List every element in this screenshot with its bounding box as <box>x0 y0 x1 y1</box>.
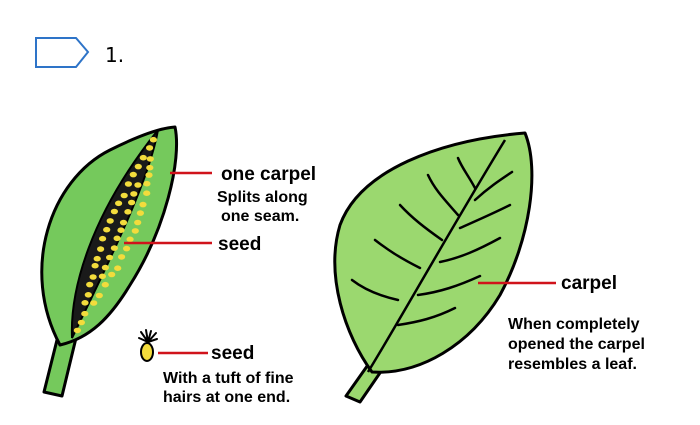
pod-interior <box>70 129 159 339</box>
pod-seed <box>124 209 132 215</box>
pod-seed <box>110 245 118 251</box>
pod-seed <box>123 245 131 252</box>
leaf-veins <box>350 156 514 327</box>
one-carpel-label: one carpel <box>221 164 316 185</box>
step-number: 1. <box>105 43 124 67</box>
pod-seed <box>86 281 94 288</box>
carpel-leaf <box>333 131 534 404</box>
tuft-hairs <box>138 329 158 343</box>
pod-seed <box>131 228 139 234</box>
carpel-leaf-label: carpel <box>561 273 617 294</box>
leaf-midrib <box>366 139 507 373</box>
pod-seed <box>93 255 101 262</box>
pod-seed <box>113 235 121 242</box>
seed-pod <box>40 125 179 398</box>
pod-seed <box>98 273 106 280</box>
pod-seed <box>139 201 147 208</box>
pod-seed <box>145 172 153 178</box>
pod-seed <box>120 192 128 199</box>
pod-seed <box>146 156 154 162</box>
pod-seed <box>77 319 85 326</box>
pod-seed <box>117 227 125 233</box>
pod-seed <box>130 191 138 197</box>
pod-seed <box>146 164 154 171</box>
pod-seed <box>115 200 123 207</box>
pod-seed <box>118 254 126 260</box>
pod-seed <box>134 219 142 226</box>
arrow-tab-icon <box>35 37 90 68</box>
seed-detail-desc-line-1: With a tuft of fine <box>163 370 294 387</box>
single-seed <box>140 342 154 362</box>
leaf-desc-line-1: When completely <box>508 316 640 333</box>
carpel-desc-line-2: one seam. <box>221 208 299 225</box>
pod-seed <box>110 208 118 215</box>
pod-seed <box>119 219 128 226</box>
seed-detail-desc-line-2: hairs at one end. <box>163 389 290 406</box>
pod-seed <box>143 190 151 196</box>
pod-seed <box>136 210 144 216</box>
pod-seed <box>73 327 81 334</box>
pod-seed <box>146 145 154 151</box>
pod-seed <box>81 300 89 306</box>
pod-seed <box>97 246 105 252</box>
pod-seed <box>99 235 107 242</box>
pod-seed <box>139 154 147 161</box>
pod-seed <box>128 199 136 206</box>
pod-seed <box>143 180 151 187</box>
pod-seed <box>101 264 109 271</box>
seed-with-tuft <box>138 329 158 362</box>
pod-seed <box>134 182 142 188</box>
seed-label: seed <box>218 234 261 255</box>
pod-seed <box>149 136 157 143</box>
leaf-blade <box>333 131 534 374</box>
pod-seed <box>114 265 122 272</box>
pod-seed <box>81 310 89 317</box>
pod-seed <box>134 163 142 170</box>
pod-seed <box>101 281 109 288</box>
carpel-desc-line-1: Splits along <box>217 189 308 206</box>
seed-detail-label: seed <box>211 343 254 364</box>
pod-seed <box>129 171 137 178</box>
pod-seed <box>95 292 103 299</box>
pod-seed <box>90 300 98 306</box>
pod-seed <box>106 254 114 261</box>
pod-seed <box>126 236 134 243</box>
leaf-desc-line-2: opened the carpel <box>508 336 645 353</box>
step-tab: 1. <box>35 37 124 68</box>
pod-seed <box>106 218 114 224</box>
pod-seed <box>91 262 99 269</box>
leaf-desc-line-3: resembles a leaf. <box>508 356 637 373</box>
pod-seed <box>103 226 111 233</box>
pod-seed <box>89 274 97 280</box>
pod-seed <box>84 292 92 298</box>
pod-seeds <box>73 136 157 334</box>
pod-seed <box>124 181 132 187</box>
pod-seed <box>108 271 116 278</box>
